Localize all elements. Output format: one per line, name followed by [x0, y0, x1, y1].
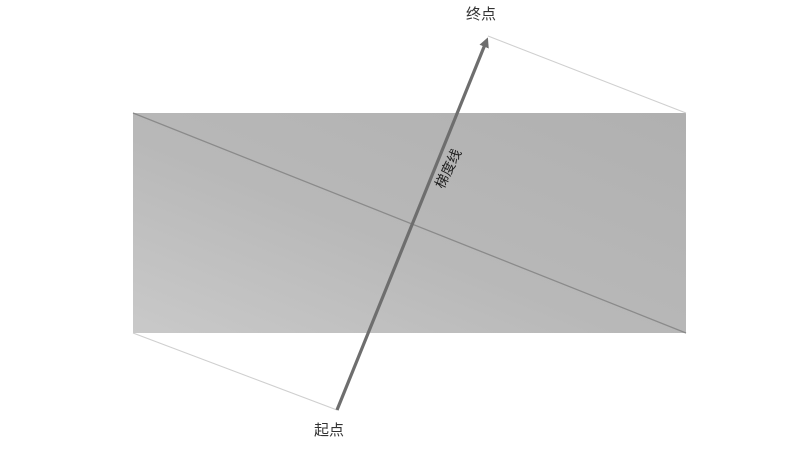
start-guide-line	[132, 332, 338, 411]
end-guide-line	[487, 35, 687, 114]
start-point-label: 起点	[314, 421, 345, 439]
gradient-line-arrow	[335, 37, 489, 411]
end-point-label: 终点	[466, 5, 497, 23]
rectangle-diagonal	[132, 112, 687, 334]
